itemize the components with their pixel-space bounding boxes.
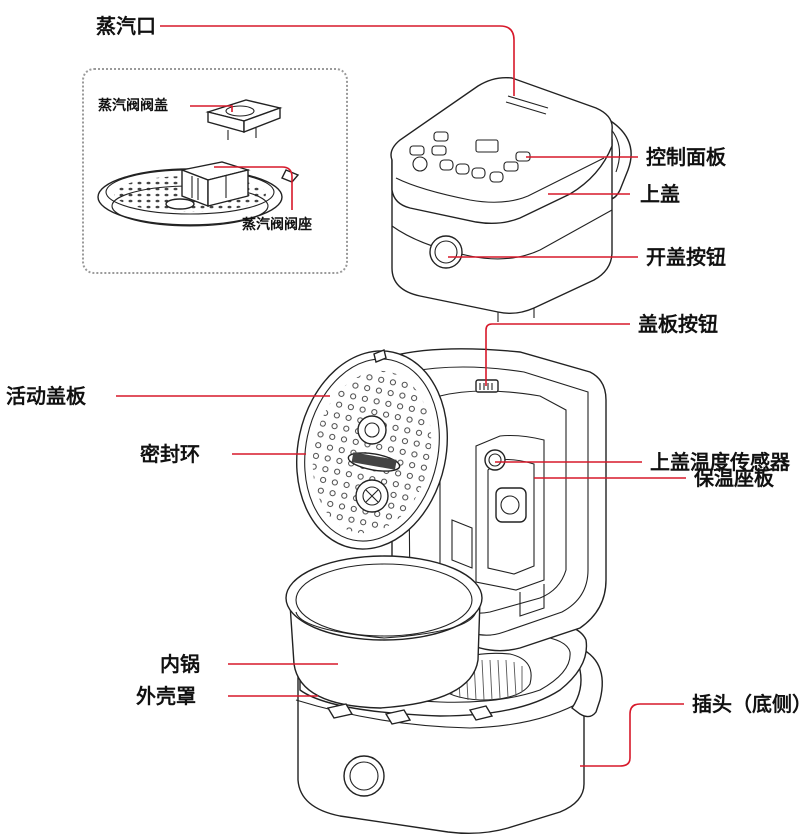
- label-lid-plate-button: 盖板按钮: [638, 312, 718, 336]
- label-sealing-ring: 密封环: [140, 442, 200, 466]
- steam-valve-inset-box: [82, 68, 348, 274]
- label-inner-pot: 内锅: [160, 652, 200, 676]
- label-warming-seat-plate: 保温座板: [694, 466, 774, 490]
- leader-steam-vent: [160, 25, 515, 96]
- steam-valve-cap-drawing: [205, 99, 283, 140]
- label-control-panel: 控制面板: [646, 145, 726, 169]
- label-lid-temp-sensor: 上盖温度传感器: [650, 450, 790, 474]
- label-steam-valve-cap: 蒸汽阀阀盖: [98, 98, 168, 114]
- label-outer-shell: 外壳罩: [136, 684, 196, 708]
- closed-cooker-drawing: [390, 76, 632, 322]
- open-cooker-drawing: [285, 348, 607, 835]
- label-plug: 插头（底侧）: [692, 692, 812, 716]
- leader-steam-valve-seat: [214, 166, 293, 210]
- leader-lid-plate-button: [485, 323, 630, 386]
- label-steam-vent: 蒸汽口: [96, 14, 156, 38]
- label-top-lid: 上盖: [640, 182, 680, 206]
- leader-plug: [580, 703, 684, 767]
- label-steam-valve-seat: 蒸汽阀阀座: [242, 217, 312, 233]
- leader-steam-valve-cap: [190, 105, 233, 112]
- label-removable-lid-plate: 活动盖板: [6, 384, 86, 408]
- steam-valve-seat-drawing: [97, 161, 300, 227]
- label-lid-open-button: 开盖按钮: [646, 245, 726, 269]
